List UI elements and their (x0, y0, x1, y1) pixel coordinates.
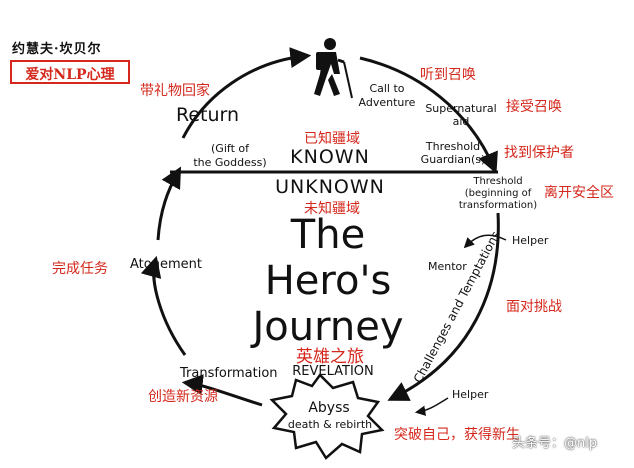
hiker-icon (314, 38, 353, 99)
journey-arc-left-upper (156, 166, 182, 241)
transformation-zh: 创造新资源 (148, 389, 218, 405)
threshold-line3: transformation) (458, 200, 538, 211)
gift-line1: (Gift of (211, 142, 249, 155)
abyss-label: Abyss (308, 400, 350, 416)
return-zh: 带礼物回家 (140, 83, 210, 99)
transformation-label: Transformation (180, 366, 278, 381)
abyss-sub-label: death & rebirth (287, 418, 373, 431)
revelation-label: REVELATION (292, 364, 374, 379)
gift-line2: the Goddess) (193, 156, 267, 169)
threshold-guardian-line2: Guardian(s) (420, 153, 486, 166)
atonement-label: Atonement (130, 257, 202, 272)
threshold-zh: 离开安全区 (544, 185, 614, 201)
unknown-label: UNKNOWN (275, 176, 385, 198)
mentor-label: Mentor (428, 260, 467, 273)
supernatural-aid-line1: Supernatural (425, 102, 497, 115)
title-line-2: Hero's (264, 258, 392, 304)
threshold-line2: (beginning of (464, 188, 532, 199)
atonement-zh: 完成任务 (52, 261, 108, 277)
title-zh: 英雄之旅 (296, 347, 364, 367)
helper-label-bottom: Helper (452, 388, 489, 401)
helper-arrow-bottom (414, 397, 449, 416)
watermark: 头条号：@nlp (512, 436, 598, 451)
call-to-adventure-line1: Call to (369, 82, 405, 95)
journey-arc-top-left (181, 47, 312, 139)
threshold-line1: Threshold (473, 176, 523, 187)
journey-arc-left (140, 255, 187, 356)
abyss-zh: 突破自己，获得新生 (394, 427, 520, 443)
threshold-guardian-line1: Threshold (425, 140, 481, 153)
unknown-zh: 未知疆域 (304, 201, 360, 217)
title-line-3: Journey (252, 304, 404, 350)
author-name: 约慧夫·坎贝尔 (12, 42, 102, 57)
journey-arc-right (387, 212, 500, 401)
journey-arc-bottom-left (181, 374, 263, 407)
challenges-zh: 面对挑战 (506, 299, 562, 315)
threshold-guardian-zh: 找到保护者 (504, 145, 574, 161)
supernatural-aid-line2: aid (452, 115, 470, 128)
supernatural-aid-zh: 接受召唤 (506, 99, 562, 115)
return-label: Return (176, 104, 240, 126)
title-line-1: The (290, 212, 366, 258)
abyss-burst-icon (269, 373, 385, 460)
brand-label: 爱对NLP心理 (25, 67, 115, 83)
helper-label-top: Helper (512, 234, 549, 247)
known-label: KNOWN (290, 146, 370, 168)
call-to-adventure-zh: 听到召唤 (420, 67, 476, 83)
call-to-adventure-line2: Adventure (358, 96, 416, 109)
journey-arc-top-right (359, 56, 498, 174)
helper-arrow-top (463, 234, 507, 249)
brand-badge: 爱对NLP心理 (10, 60, 130, 84)
known-zh: 已知疆域 (304, 131, 360, 147)
